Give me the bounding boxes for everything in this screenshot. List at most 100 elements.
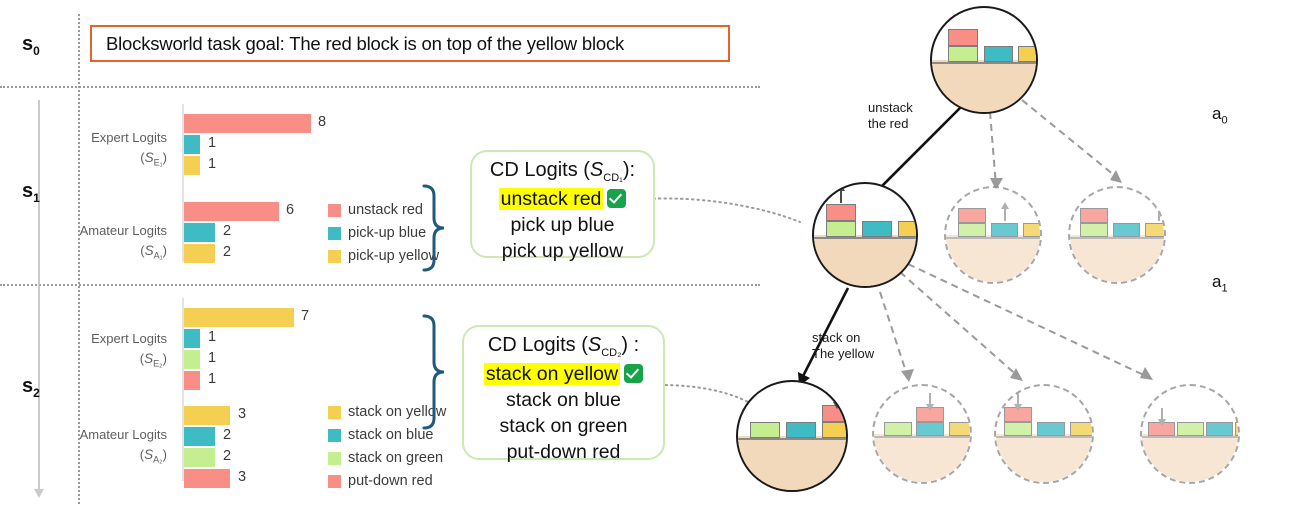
- block-red: [958, 208, 986, 223]
- legend-label: stack on green: [348, 450, 444, 466]
- block-green: [884, 422, 912, 436]
- table-surface: [1142, 434, 1238, 482]
- legend-item: stack on yellow: [328, 402, 446, 423]
- cd-option-selected[interactable]: unstack red: [472, 186, 653, 212]
- legend-label: stack on yellow: [348, 404, 447, 420]
- column-divider: [78, 14, 80, 504]
- cd-option-selected[interactable]: stack on yellow: [464, 361, 663, 387]
- tree-node-s2-alt-green[interactable]: [994, 384, 1094, 484]
- cd-option[interactable]: stack on green: [499, 415, 628, 437]
- tree-node-s1-alt-blue[interactable]: [944, 186, 1042, 284]
- bar-s2-amateur-3: [184, 469, 230, 488]
- cd-option[interactable]: put-down red: [506, 441, 621, 463]
- table-line: [738, 438, 846, 440]
- bar-s1-amateur-1: [184, 223, 215, 242]
- legend-label: stack on blue: [348, 427, 434, 443]
- block-green: [826, 221, 856, 237]
- cd-logits-box-s1: CD Logits (SCD₁): unstack red pick up bl…: [470, 150, 655, 262]
- table-line: [946, 237, 1040, 239]
- tree-node-s2-alt-blue[interactable]: [872, 384, 972, 484]
- block-green: [958, 223, 986, 237]
- table-surface: [874, 434, 970, 482]
- block-green: [948, 46, 978, 62]
- legend-item: stack on green: [328, 448, 446, 469]
- block-blue: [786, 422, 816, 438]
- bar-value-s1-expert-1: 1: [208, 135, 217, 151]
- action-label-a0: a0: [1212, 104, 1228, 127]
- table-surface: [932, 60, 1036, 112]
- block-green: [750, 422, 780, 438]
- bar-value-s1-expert-0: 8: [318, 114, 327, 130]
- down-arrow-icon: [832, 391, 841, 409]
- legend-item: stack on blue: [328, 425, 446, 446]
- table-surface: [738, 436, 846, 490]
- legend-label: pick-up blue: [348, 225, 427, 241]
- block-blue: [984, 46, 1013, 62]
- cd-option-label: unstack red: [498, 188, 604, 210]
- legend-item: pick-up yellow: [328, 246, 439, 267]
- chart-s1-expert-label: Expert Logits (SE₁): [91, 130, 167, 168]
- up-arrow-icon: [836, 184, 845, 203]
- chart-axis-s2: [182, 298, 184, 481]
- table-surface: [946, 235, 1040, 282]
- tree-edge-root-to-alt1: [989, 111, 997, 187]
- chart-axis-s1: [182, 104, 184, 262]
- up-arrow-icon: [1154, 202, 1163, 221]
- edge-label-unstack-the-red: unstack the red: [868, 100, 913, 131]
- cd-logits-title-s1: CD Logits (SCD₁):: [489, 159, 636, 184]
- block-blue: [1206, 422, 1233, 436]
- bar-value-s2-expert-2: 1: [208, 350, 217, 366]
- task-goal-banner: Blocksworld task goal: The red block is …: [90, 25, 730, 62]
- down-arrow-icon: [1157, 408, 1166, 426]
- tree-edge-root-to-alt2: [1021, 99, 1121, 181]
- bar-s2-expert-2: [184, 350, 200, 369]
- bar-value-s1-amateur-2: 2: [223, 244, 232, 260]
- row-divider-s0-s1: [0, 86, 760, 88]
- chart-s2-legend: stack on yellow stack on blue stack on g…: [328, 402, 446, 494]
- chart-s2-expert-label: Expert Logits (SE₂): [91, 331, 167, 369]
- up-arrow-icon: [1000, 202, 1009, 221]
- tree-edge-arrowhead: [1110, 170, 1122, 183]
- block-blue: [1037, 422, 1065, 436]
- bar-s2-expert-1: [184, 329, 200, 348]
- block-red-floating: [826, 204, 856, 221]
- tree-node-root[interactable]: [930, 6, 1038, 114]
- action-label-a1: a1: [1212, 272, 1228, 295]
- bar-value-s1-amateur-0: 6: [286, 202, 295, 218]
- legend-label: pick-up yellow: [348, 248, 440, 264]
- table-surface: [814, 235, 916, 286]
- block-blue: [1113, 223, 1140, 237]
- chart-s1-legend: unstack red pick-up blue pick-up yellow: [328, 200, 439, 269]
- chart-s2: Expert Logits (SE₂) 7 1 1 1 Amateur Logi…: [80, 298, 512, 489]
- cd-option[interactable]: stack on blue: [506, 389, 621, 411]
- block-blue: [862, 221, 892, 237]
- block-yellow: [1023, 223, 1040, 237]
- legend-item: unstack red: [328, 200, 439, 221]
- tree-node-s1-chosen[interactable]: [812, 182, 918, 288]
- tree-edge-arrowhead: [1010, 368, 1023, 381]
- tree-node-s2-alt-putdown[interactable]: [1140, 384, 1240, 484]
- cd-option[interactable]: pick up yellow: [501, 240, 624, 262]
- block-green: [1080, 223, 1108, 237]
- bar-value-s2-amateur-0: 3: [238, 406, 247, 422]
- chart-s1: Expert Logits (SE₁) 8 1 1 Amateur Logits…: [80, 104, 512, 264]
- check-icon: [607, 189, 627, 208]
- bar-s2-expert-3: [184, 371, 200, 390]
- cd-logits-box-s2: CD Logits (SCD₂) : stack on yellow stack…: [462, 325, 665, 463]
- table-surface: [996, 434, 1092, 482]
- legend-item: pick-up blue: [328, 223, 439, 244]
- cd-option-label: stack on yellow: [483, 363, 621, 385]
- bar-s2-amateur-2: [184, 448, 215, 467]
- bar-s2-expert-0: [184, 308, 294, 327]
- bar-value-s2-expert-1: 1: [208, 329, 217, 345]
- block-yellow: [949, 422, 970, 436]
- tree-node-s1-alt-yellow[interactable]: [1068, 186, 1166, 284]
- table-line: [874, 436, 970, 438]
- tree-node-s2-chosen[interactable]: [736, 380, 848, 492]
- bar-value-s2-expert-3: 1: [208, 371, 217, 387]
- cd-option[interactable]: pick up blue: [510, 214, 615, 236]
- block-yellow: [1235, 422, 1238, 436]
- block-red: [948, 29, 978, 46]
- tree-edge-arrowhead: [901, 369, 914, 382]
- tree-edge-l1-to-alt2: [899, 271, 1021, 379]
